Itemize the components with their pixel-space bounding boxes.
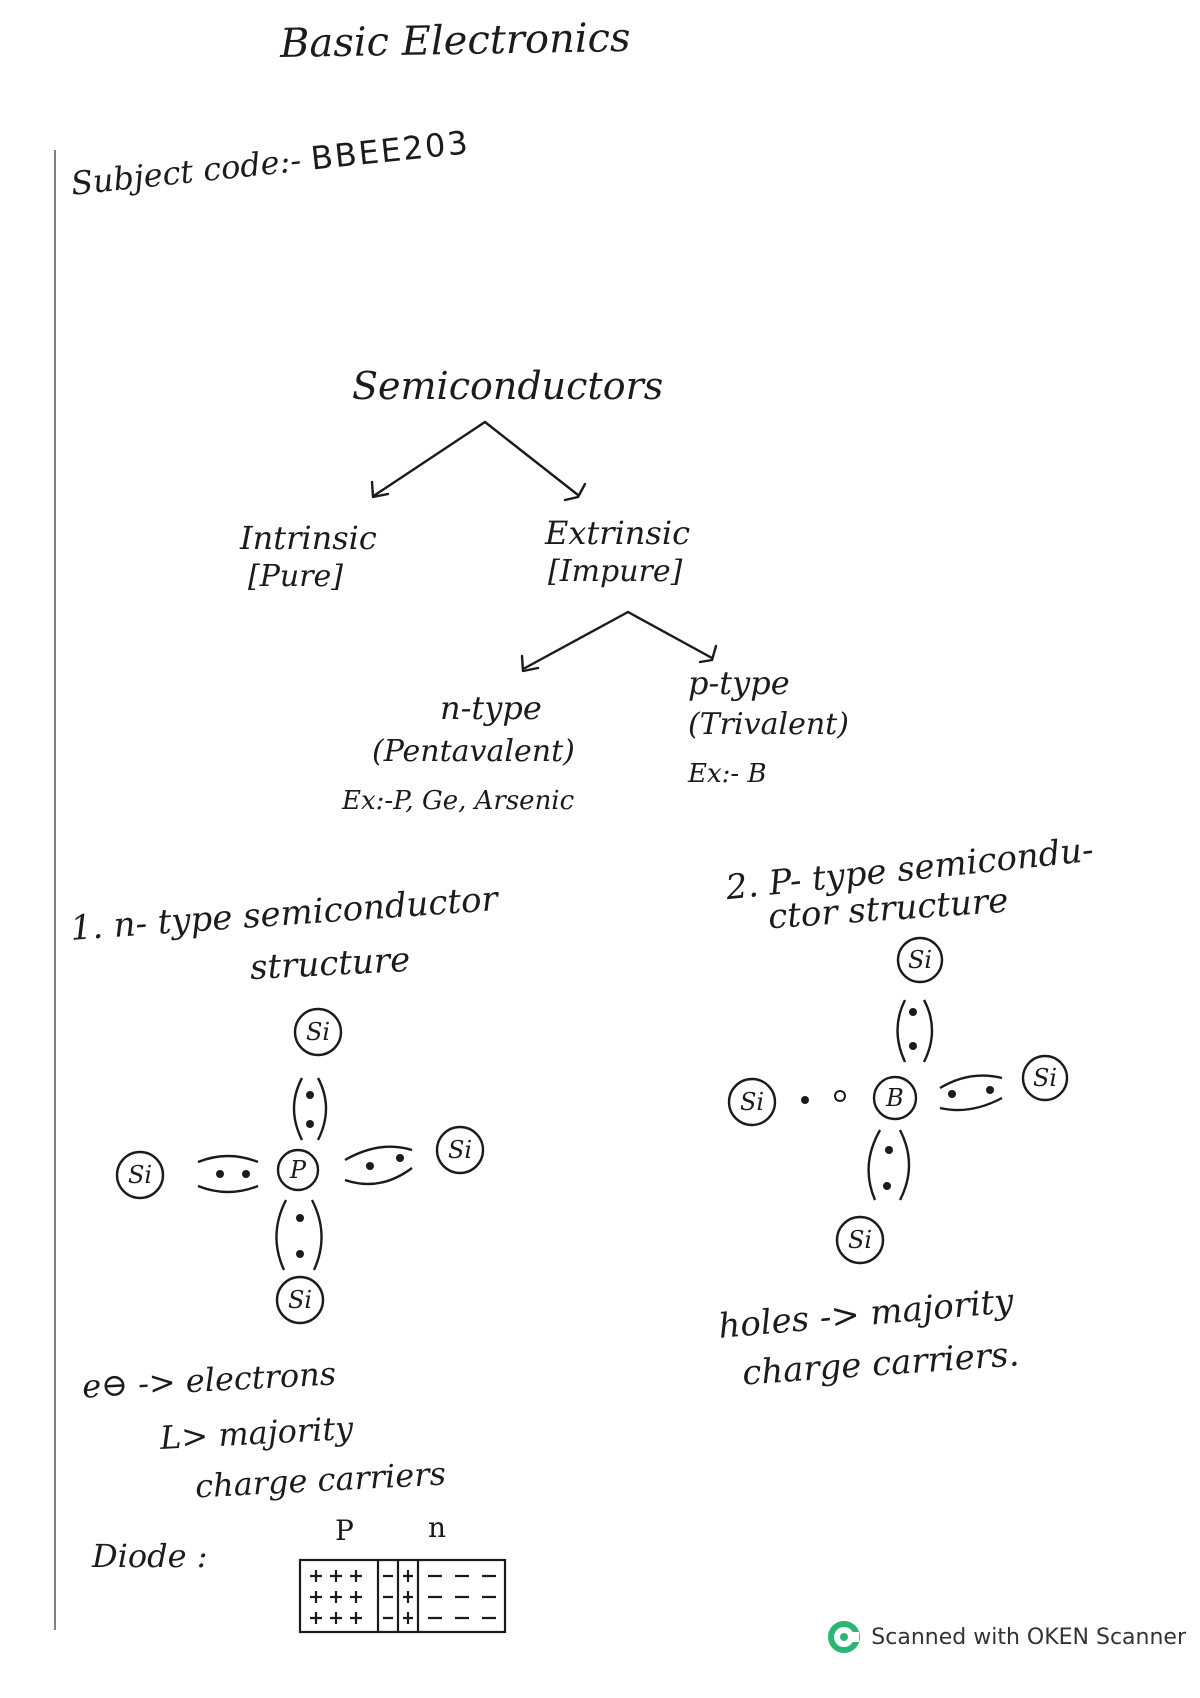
atom-si-right-n [435, 1125, 485, 1175]
atom-label: Si [448, 1136, 472, 1164]
atom-label: Si [306, 1018, 330, 1046]
bond-p-bottom [867, 1129, 911, 1201]
tree-intrinsic-note: [Pure] [248, 559, 344, 594]
p-type-electrons [801, 1008, 994, 1190]
tree-ptype-note: (Trivalent) [688, 707, 849, 742]
n-type-structure [115, 1007, 485, 1325]
electron [306, 1120, 314, 1128]
atom-labels: Si P Si Si Si Si B Si Si Si [128, 946, 1057, 1314]
electron [801, 1096, 809, 1104]
n-type-electrons [216, 1091, 404, 1258]
tree-ntype: n-type [440, 689, 542, 727]
diode-drawing [298, 1558, 507, 1634]
tree-ntype-examples: Ex:-P, Ge, Arsenic [342, 786, 575, 816]
tree-branch-right [483, 420, 580, 497]
tree-root: Semiconductors [352, 364, 664, 408]
atom-label: Si [1033, 1064, 1057, 1092]
tree-branch-ntype [523, 610, 630, 670]
tree-arrowhead-ptype [698, 644, 718, 664]
diode-body [298, 1558, 507, 1634]
atom-label: B [885, 1084, 904, 1112]
tree-branch-ptype [626, 610, 714, 660]
atom-si-left-n [115, 1150, 165, 1200]
bond-n-right [344, 1145, 413, 1186]
atom-label: Si [288, 1286, 312, 1314]
atom-label: Si [128, 1161, 152, 1189]
tree-extrinsic-note: [Impure] [548, 554, 683, 589]
electron [396, 1154, 404, 1162]
diode-n-label: n [428, 1511, 447, 1544]
scanner-text: Scanned with OKEN Scanner [871, 1624, 1186, 1650]
hole [834, 1090, 846, 1102]
atom-label: Si [908, 946, 932, 974]
electron [216, 1170, 224, 1178]
electron [366, 1162, 374, 1170]
electron [909, 1008, 917, 1016]
tree-ptype: p-type [688, 664, 790, 702]
electron [883, 1182, 891, 1190]
electron [306, 1091, 314, 1099]
electron [296, 1214, 304, 1222]
electron [296, 1250, 304, 1258]
scanner-footer: Scanned with OKEN Scanner [827, 1620, 1186, 1654]
atom-si-right-p [1021, 1054, 1069, 1102]
margin-line [54, 150, 56, 1630]
atom-si-left-p [727, 1077, 777, 1127]
scanner-logo-icon [828, 1621, 861, 1653]
tree-arrowhead-left [370, 480, 390, 499]
tree-extrinsic: Extrinsic [545, 514, 690, 552]
bond-p-right [939, 1074, 1003, 1112]
atom-si-top-n [293, 1007, 343, 1057]
p-type-structure [727, 936, 1069, 1265]
electron [986, 1086, 994, 1094]
atom-si-top-p [896, 936, 944, 984]
atom-label: P [289, 1156, 307, 1184]
atom-p-center [276, 1148, 320, 1192]
diode-label: Diode : [92, 1537, 208, 1575]
tree-ptype-examples: Ex:- B [688, 759, 767, 789]
tree-branch-left [373, 420, 487, 497]
tree-intrinsic: Intrinsic [240, 519, 377, 557]
atom-si-bottom-n [275, 1275, 325, 1325]
atom-label: Si [740, 1088, 764, 1116]
electron [242, 1170, 250, 1178]
electron [885, 1146, 893, 1154]
tree-arrowhead-ntype [520, 654, 540, 673]
atom-si-bottom-p [835, 1215, 885, 1265]
tree-ntype-note: (Pentavalent) [372, 734, 575, 769]
atom-b-center [872, 1075, 918, 1121]
bond-n-left [197, 1154, 259, 1194]
electron [909, 1042, 917, 1050]
bond-n-bottom [275, 1199, 323, 1271]
tree-arrowhead-right [563, 482, 587, 502]
bond-n-top [292, 1077, 328, 1141]
electron [948, 1090, 956, 1098]
bond-p-top [896, 999, 934, 1063]
atom-label: Si [848, 1226, 872, 1254]
diode-p-label: P [335, 1514, 354, 1547]
